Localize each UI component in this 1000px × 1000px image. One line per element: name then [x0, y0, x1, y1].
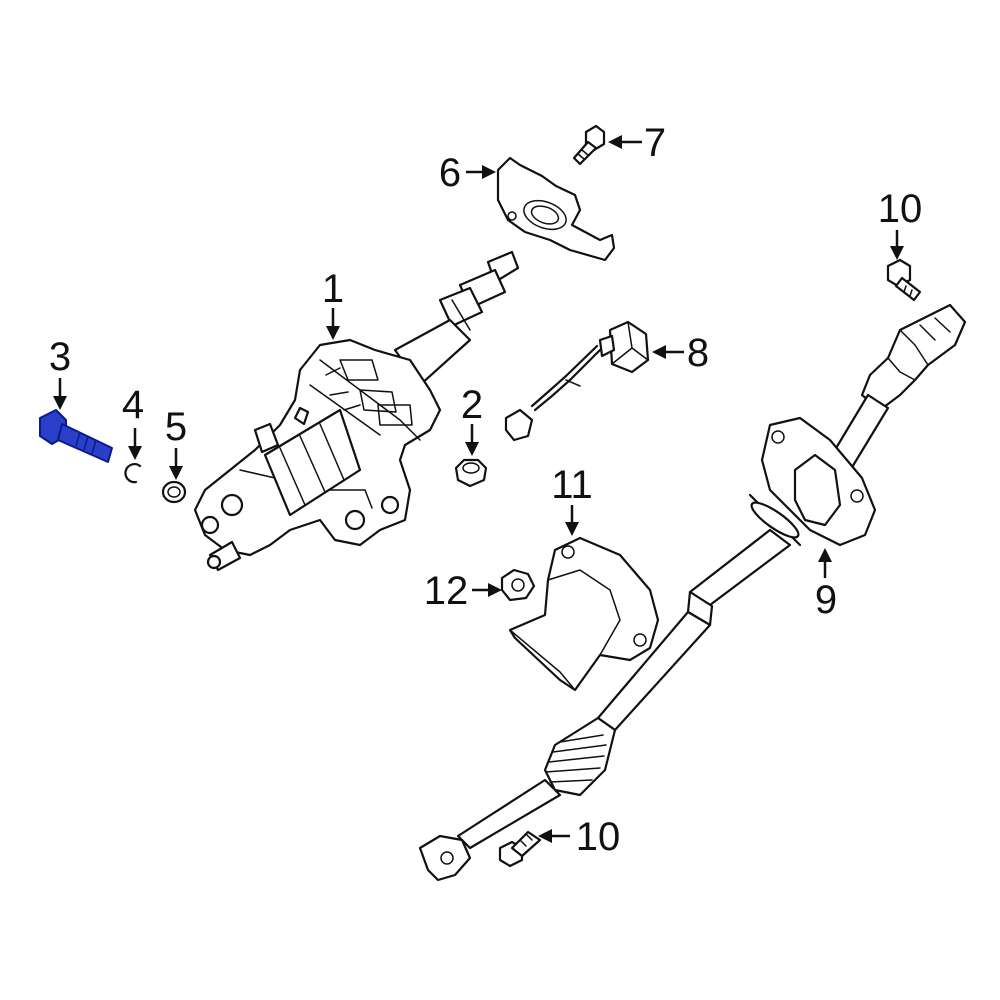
clip-part-4[interactable] — [124, 463, 142, 484]
callout-4: 4 — [122, 383, 144, 427]
callout-arrows — [53, 135, 904, 843]
bolt-part-7[interactable] — [572, 124, 606, 166]
bracket-part-6[interactable] — [496, 156, 616, 262]
shield-part-11[interactable] — [508, 536, 660, 692]
callout-5: 5 — [165, 405, 187, 449]
nut-part-12[interactable] — [500, 568, 536, 602]
callout-10-upper: 10 — [878, 187, 923, 231]
nut-part-2[interactable] — [454, 458, 488, 488]
steering-column-part-1[interactable] — [193, 250, 520, 572]
sensor-harness-part-8[interactable] — [504, 320, 650, 442]
callout-12: 12 — [424, 569, 469, 613]
callout-7: 7 — [644, 121, 666, 165]
callout-labels: 1 2 3 4 5 6 7 8 9 10 10 11 12 — [49, 121, 922, 859]
callout-2: 2 — [461, 383, 483, 427]
callout-6: 6 — [439, 151, 461, 195]
intermediate-shaft-part-9[interactable] — [418, 303, 967, 882]
callout-1: 1 — [322, 267, 344, 311]
callout-3: 3 — [49, 335, 71, 379]
bolt-part-10-lower[interactable] — [498, 830, 542, 868]
callout-10-lower: 10 — [576, 815, 621, 859]
callout-8: 8 — [687, 331, 709, 375]
washer-part-5[interactable] — [161, 480, 187, 504]
bolt-part-3[interactable] — [39, 409, 113, 463]
bolt-part-10-upper[interactable] — [886, 258, 922, 302]
callout-11: 11 — [551, 463, 593, 507]
callout-9: 9 — [815, 578, 837, 622]
